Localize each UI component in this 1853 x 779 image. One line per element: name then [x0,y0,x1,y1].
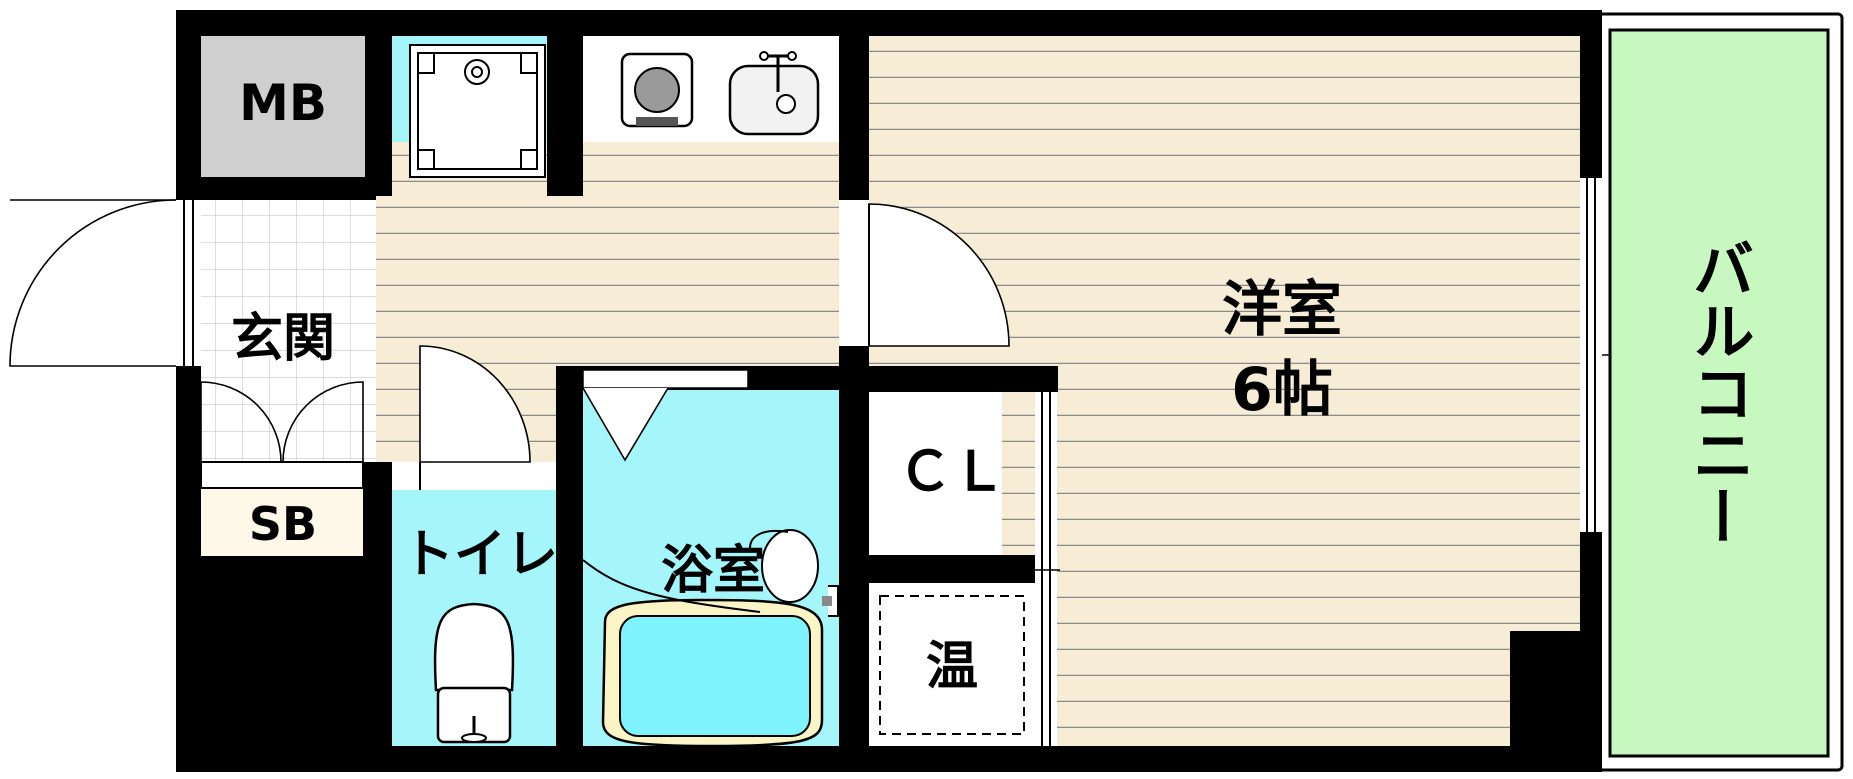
western-room-door [839,200,1010,347]
label-balcony: バルコニー [1682,237,1755,547]
sb-room [201,488,363,556]
label-toilet: トイレ [402,525,558,585]
label-western-size: 6帖 [1231,355,1333,425]
genkan-floor [201,200,376,462]
label-closet: ＣＬ [898,440,1006,503]
label-genkan: 玄関 [231,309,335,369]
shower-icon [582,529,839,617]
label-sb: SB [249,497,317,551]
toilet-door [392,345,556,490]
balcony [1580,12,1844,772]
washer-pan-icon [409,44,546,178]
sb-doors [200,381,364,489]
sliding-door-closet [1035,392,1060,746]
label-bath: 浴室 [661,541,765,601]
label-water-heater: 温 [926,637,978,697]
closet-room [869,392,1002,555]
label-mb: MB [239,74,327,132]
western-room-lower [1060,392,1510,746]
mb-room [201,36,365,177]
stove-icon [620,52,694,128]
window-left [176,200,201,366]
bathtub-icon [601,598,824,748]
toilet-icon [433,602,515,744]
water-heater-room [869,583,1035,746]
bath-door [582,369,749,462]
entrance-door [0,199,177,367]
room-labels: MB 玄関 SB トイレ 浴室 ＣＬ 温 洋室 6帖 バルコニー [231,74,1755,697]
label-western-room: 洋室 [1222,275,1342,345]
water-heater-box [879,595,1025,735]
sink-icon [728,51,820,136]
window-balcony [1580,178,1602,532]
